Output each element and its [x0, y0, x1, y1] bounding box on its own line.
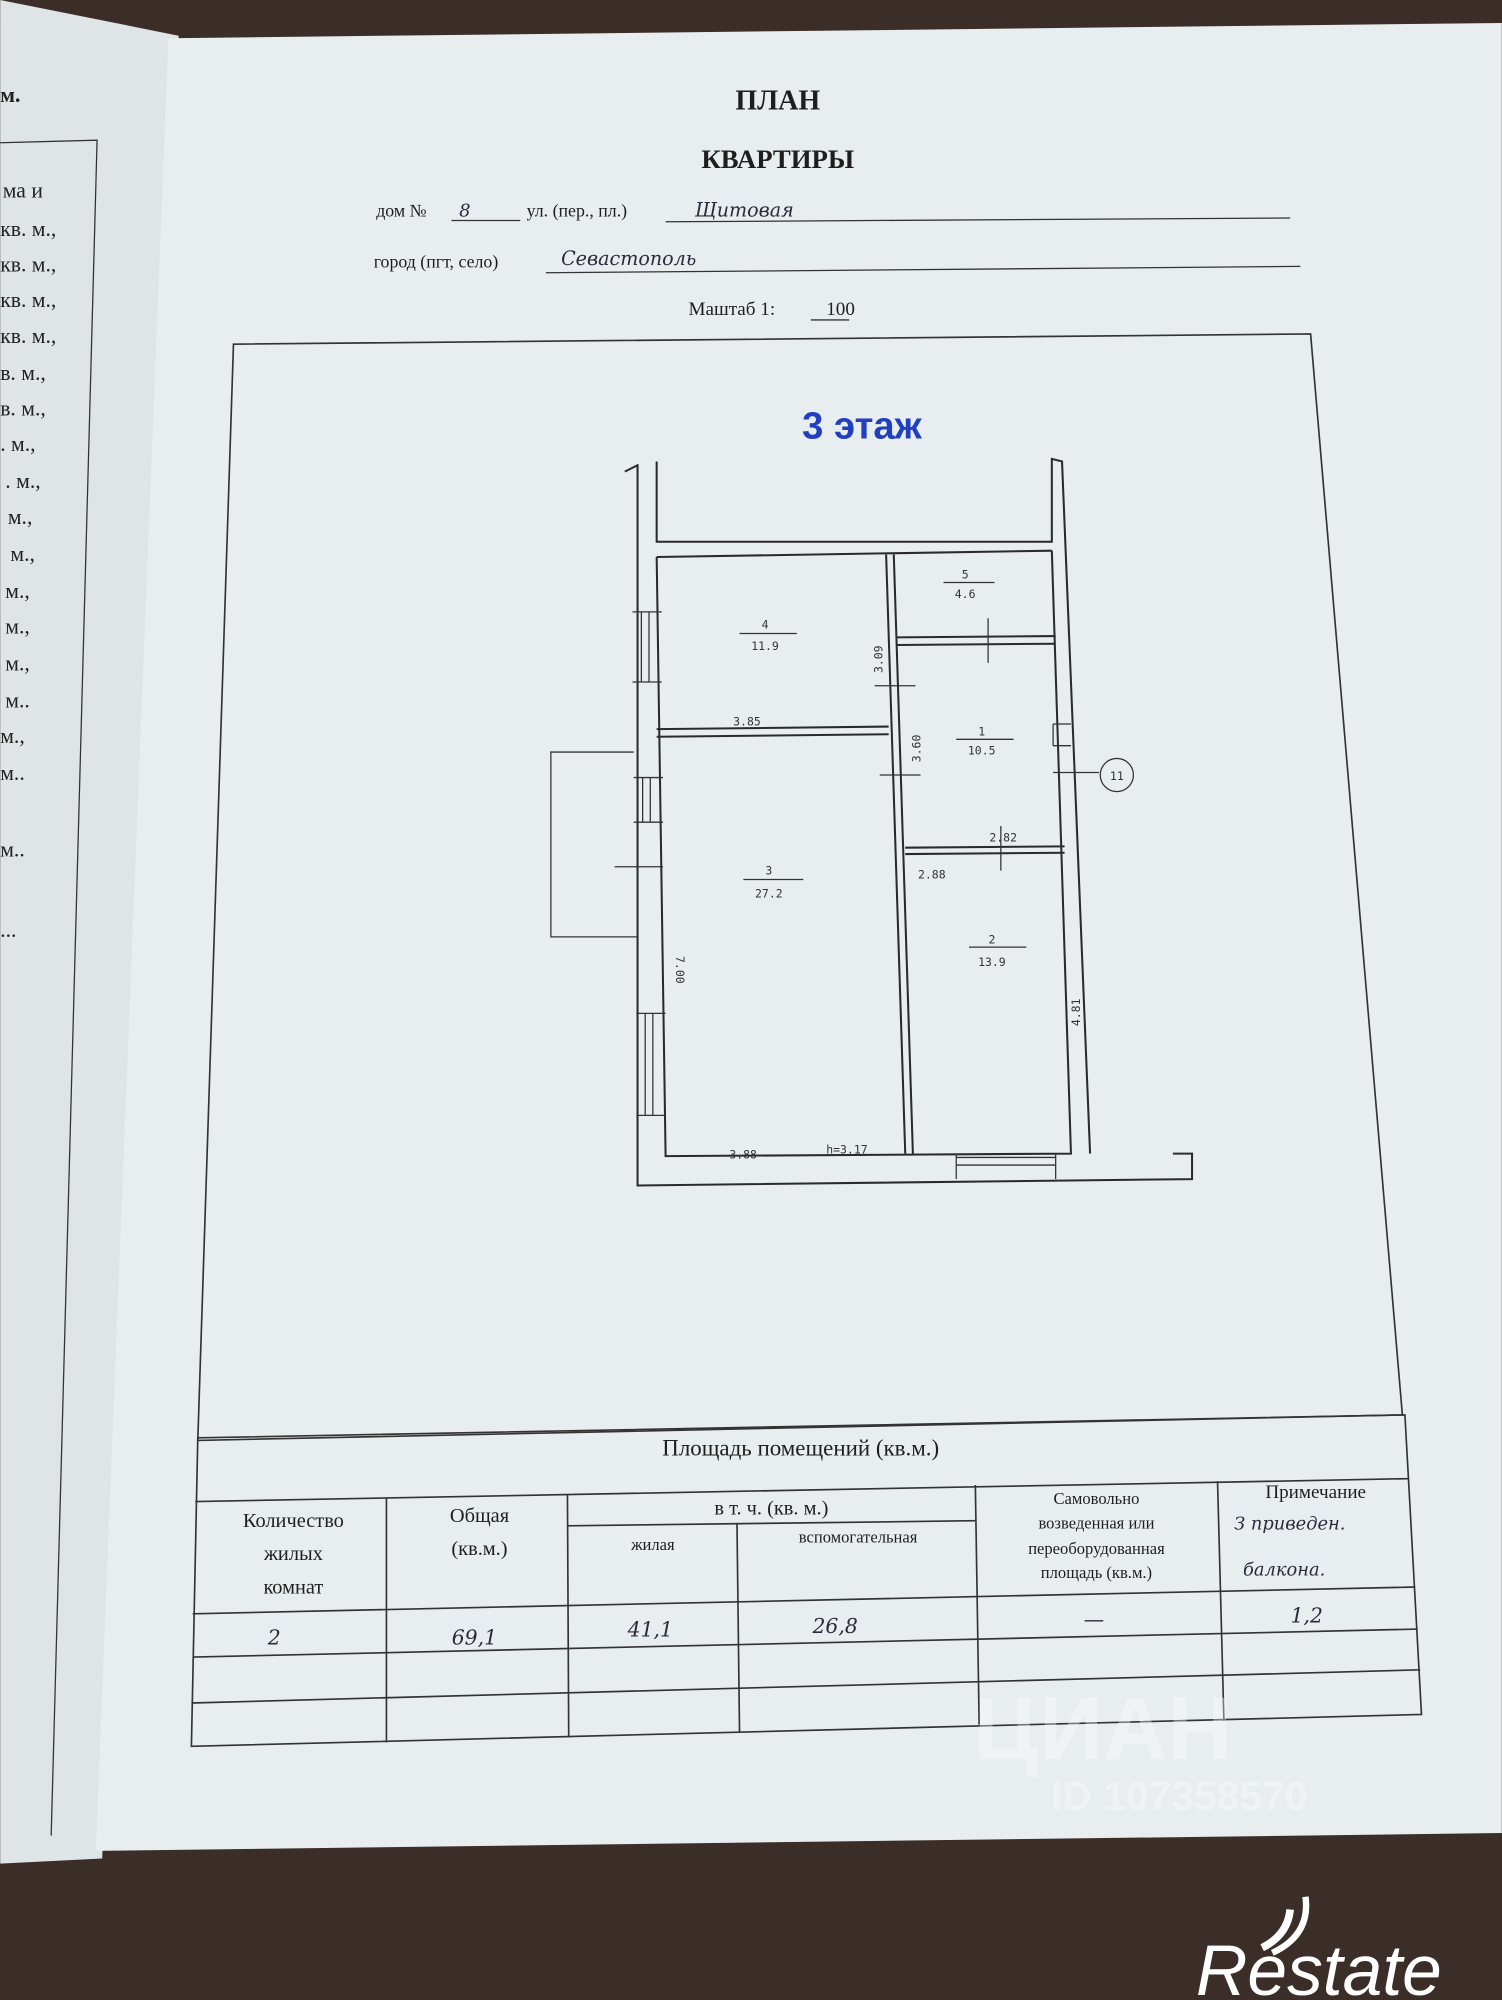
header-auxiliary: вспомогательная	[799, 1527, 918, 1546]
apartment-marker: 11	[1110, 769, 1124, 783]
header-living: жилая	[630, 1535, 675, 1554]
header-unauth-1: Самовольно	[1053, 1489, 1139, 1508]
room-2-number: 2	[988, 932, 995, 946]
left-page-line: м.,	[5, 579, 30, 603]
left-page-line: м.,	[10, 542, 35, 566]
left-page-line: м.,	[5, 615, 30, 639]
scale-label: Маштаб 1:	[689, 299, 776, 320]
left-page-line: . м.,	[5, 469, 40, 493]
header-unauth-3: переоборудованная	[1028, 1539, 1165, 1558]
street-label: ул. (пер., пл.)	[527, 201, 628, 222]
dim-3-85: 3.85	[733, 714, 761, 728]
cell-total: 69,1	[452, 1625, 497, 1649]
floor-plan: 4 11.9 5 4.6 1 10.5 3 27.2 2 13.9 3.85 3…	[550, 457, 1194, 1187]
left-page-line: в. м.,	[0, 397, 46, 421]
note-handwritten-2: балкона.	[1243, 1560, 1325, 1581]
room-2-area: 13.9	[978, 955, 1006, 969]
balcony	[550, 751, 638, 938]
left-page-line: м..	[0, 838, 25, 862]
cell-rooms: 2	[267, 1625, 281, 1649]
left-page-line: м..	[0, 761, 25, 785]
cell-auxiliary: 26,8	[811, 1614, 857, 1638]
main-page	[95, 22, 1502, 1851]
city-label: город (пгт, село)	[374, 252, 499, 273]
dim-height: h=3.17	[826, 1143, 868, 1157]
left-page-line: м.,	[8, 505, 33, 529]
cell-note: 1,2	[1291, 1604, 1323, 1628]
left-page-line: м.,	[0, 724, 25, 748]
cell-living: 41,1	[627, 1618, 673, 1642]
left-page-line: . м.,	[0, 432, 35, 456]
header-total-1: Общая	[450, 1505, 509, 1527]
watermark-brand: ЦИАН	[974, 1678, 1232, 1778]
left-page-line: ...	[0, 918, 16, 942]
left-page-line: кв. м.,	[0, 253, 56, 277]
dim-2-88: 2.88	[918, 867, 946, 881]
dim-2-82: 2.82	[989, 830, 1017, 844]
dim-3-60: 3.60	[910, 735, 924, 763]
header-note: Примечание	[1265, 1482, 1366, 1503]
note-handwritten-1: З приведен.	[1234, 1514, 1345, 1535]
header-incl: в т. ч. (кв. м.)	[714, 1497, 828, 1519]
left-page-line: кв. м.,	[0, 324, 56, 348]
dim-3-09: 3.09	[871, 645, 885, 673]
left-page-line: ма и	[3, 179, 44, 203]
left-page-line: кв. м.,	[0, 217, 56, 241]
left-page-line: м.,	[5, 651, 30, 675]
watermark-id: ID 107358570	[1051, 1773, 1307, 1819]
scale-value: 100	[826, 299, 855, 320]
restate-logo: Restate	[1196, 1896, 1442, 2000]
left-page-line: кв. м.,	[0, 288, 56, 312]
left-page-text: м. ма и кв. м., кв. м., кв. м., кв. м., в. м.,…	[0, 83, 56, 942]
room-5-number: 5	[962, 568, 969, 582]
logo-text: Restate	[1196, 1931, 1442, 2000]
dim-7-00: 7.00	[673, 956, 687, 984]
header-rooms-1: Количество	[243, 1510, 344, 1532]
room-3-area: 27.2	[755, 886, 783, 900]
header-unauth-2: возведенная или	[1038, 1513, 1154, 1532]
dim-4-81: 4.81	[1069, 998, 1083, 1026]
dim-3-88: 3.88	[729, 1148, 757, 1162]
house-value: 8	[459, 201, 470, 222]
city-value: Севастополь	[561, 247, 696, 270]
plan-subtitle: КВАРТИРЫ	[701, 144, 854, 174]
room-4-number: 4	[762, 617, 769, 631]
left-page-line: м..	[5, 688, 30, 712]
room-4-area: 11.9	[751, 639, 779, 653]
header-rooms-3: комнат	[263, 1576, 323, 1598]
house-label: дом №	[376, 201, 426, 221]
cell-unauthorized: —	[1084, 1608, 1104, 1632]
header-unauth-4: площадь (кв.м.)	[1041, 1563, 1152, 1582]
left-page-frame	[0, 139, 98, 1836]
room-5-area: 4.6	[955, 587, 976, 601]
table-title: Площадь помещений (кв.м.)	[662, 1436, 939, 1461]
header-rooms-2: жилых	[263, 1543, 323, 1565]
apartment-marker-circle	[1099, 757, 1135, 793]
area-table: Площадь помещений (кв.м.) Количество жил…	[190, 1414, 1423, 1748]
left-page-line: в. м.,	[0, 361, 46, 385]
left-page	[0, 0, 179, 1864]
room-1-area: 10.5	[968, 744, 996, 758]
header-total-2: (кв.м.)	[451, 1538, 507, 1560]
room-1-number: 1	[978, 725, 985, 739]
plan-title: ПЛАН	[735, 86, 820, 117]
floor-label: 3 этаж	[802, 404, 922, 447]
left-page-line: м.	[0, 83, 20, 107]
room-3-number: 3	[765, 863, 772, 877]
street-value: Щитовая	[694, 199, 794, 222]
